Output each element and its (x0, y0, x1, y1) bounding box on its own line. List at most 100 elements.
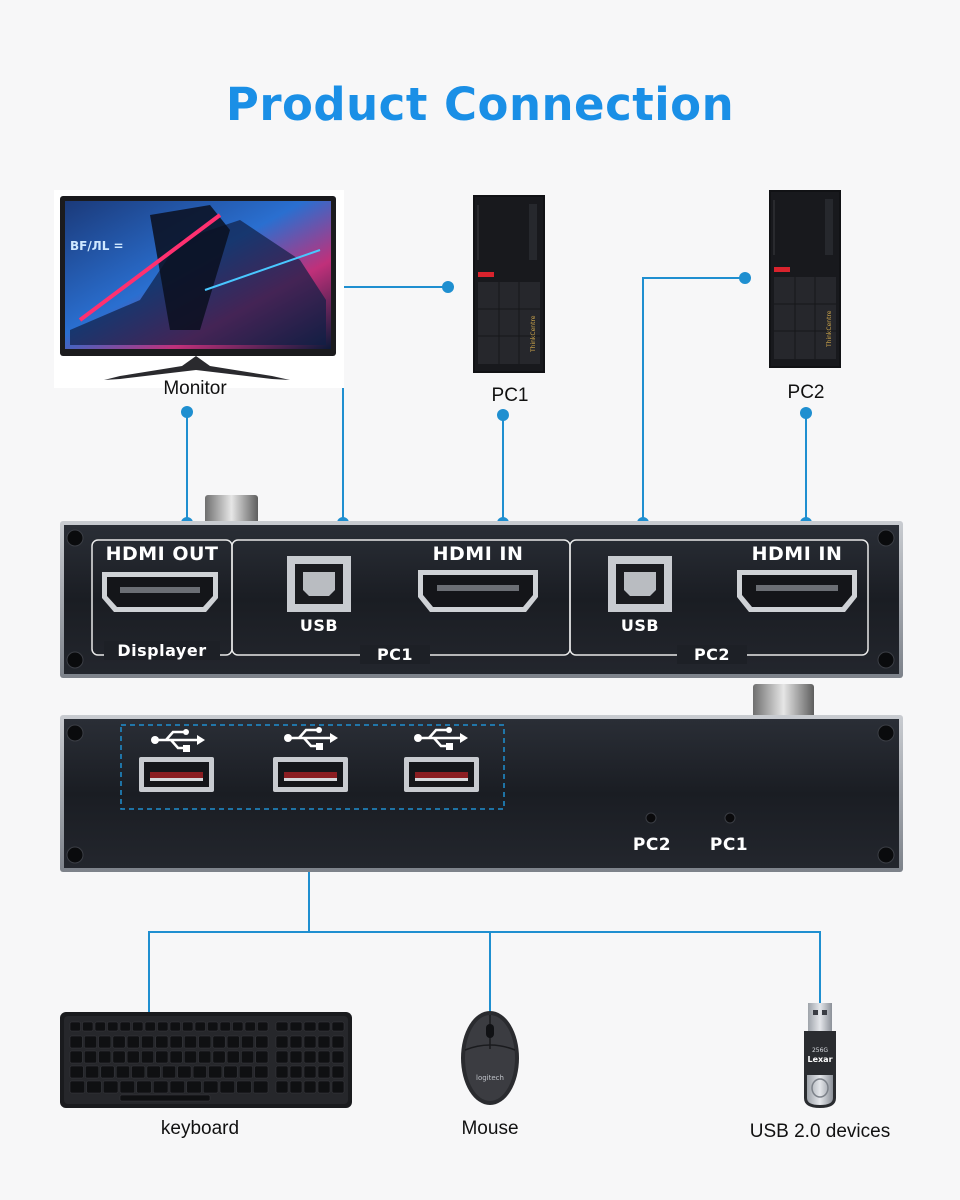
keyboard-key (331, 1065, 345, 1079)
keyboard-key (253, 1080, 269, 1094)
keyboard-key (69, 1050, 83, 1064)
led-pc2 (645, 812, 657, 824)
keyboard-key (169, 1035, 183, 1049)
keyboard-key (136, 1080, 152, 1094)
hdmi-in-pc2-label: HDMI IN (751, 543, 843, 565)
keyboard-key (254, 1065, 269, 1079)
keyboard-key (331, 1035, 345, 1049)
keyboard-key (198, 1050, 212, 1064)
svg-text:256G: 256G (812, 1047, 828, 1054)
keyboard-key (69, 1021, 81, 1032)
hdmi-out-label: HDMI OUT (105, 543, 219, 565)
keyboard-key (289, 1035, 303, 1049)
keyboard-icon (60, 1012, 352, 1108)
keyboard-key (208, 1065, 223, 1079)
keyboard-key (303, 1035, 317, 1049)
back-panel (60, 684, 903, 872)
keyboard-key (82, 1021, 94, 1032)
keyboard-key (112, 1050, 126, 1064)
dot-pc2-usb (739, 272, 751, 284)
usb-drive-icon: 256G Lexar (804, 1003, 836, 1108)
usb-b-port-pc2 (608, 556, 672, 612)
switch-knob-top (205, 495, 258, 525)
keyboard-key (289, 1080, 303, 1094)
usb-icon (284, 727, 338, 750)
keyboard-key (219, 1080, 235, 1094)
keyboard-key (119, 1021, 131, 1032)
usb-b-port-pc1 (287, 556, 351, 612)
usb-hub-outline (120, 724, 505, 810)
hdmi-port-in-pc1 (418, 570, 538, 612)
dot-monitor (181, 406, 193, 418)
keyboard-key (226, 1050, 240, 1064)
keyboard-key (236, 1080, 252, 1094)
keyboard-key (184, 1050, 197, 1064)
keyboard-key (182, 1021, 194, 1032)
wire-pc2-usb (642, 277, 745, 523)
keyboard-key (194, 1021, 206, 1032)
keyboard-key (69, 1035, 83, 1049)
keyboard-key (303, 1080, 317, 1094)
keyboard-key (241, 1050, 254, 1064)
keyboard-key (223, 1065, 238, 1079)
pc1-label: PC1 (491, 385, 529, 406)
keyboard-key (184, 1035, 197, 1049)
led-pc2-label: PC2 (632, 835, 672, 855)
keyboard-key (98, 1035, 112, 1049)
keyboard-key (289, 1021, 303, 1032)
keyboard-spacebar (119, 1094, 211, 1102)
keyboard-key (94, 1021, 106, 1032)
keyboard-key (331, 1050, 345, 1064)
keyboard-key (144, 1021, 156, 1032)
switch-knob-bottom (753, 684, 814, 718)
keyboard-key (275, 1065, 289, 1079)
keyboard-key (289, 1065, 303, 1079)
keyboard-key (226, 1035, 240, 1049)
usb-pc2-label: USB (620, 616, 660, 635)
mouse-icon: logitech (461, 1011, 519, 1105)
dot-pc1 (497, 409, 509, 421)
keyboard-key (119, 1080, 135, 1094)
page-title: Product Connection (225, 78, 735, 131)
pc1-group-label: PC1 (360, 645, 430, 664)
displayer-label: Displayer (104, 641, 220, 660)
led-pc1 (724, 812, 736, 824)
usb-pc1-label: USB (299, 616, 339, 635)
hdmi-port-out (102, 572, 218, 612)
keyboard-key (169, 1021, 181, 1032)
keyboard-key (86, 1080, 102, 1094)
pc2-group-label: PC2 (677, 645, 747, 664)
keyboard-key (141, 1035, 154, 1049)
keyboard-key (169, 1050, 183, 1064)
keyboard-key (289, 1050, 303, 1064)
keyboard-key (232, 1021, 244, 1032)
wire-peripherals (148, 931, 821, 1015)
keyboard-key (303, 1050, 317, 1064)
wire-pc1-usb (342, 286, 448, 523)
keyboard-key (155, 1035, 169, 1049)
usb-a-port-3 (404, 757, 479, 792)
keyboard-key (153, 1080, 169, 1094)
keyboard-key (255, 1035, 269, 1049)
mouse-label: Mouse (461, 1118, 519, 1139)
monitor-label: Monitor (163, 378, 227, 399)
keyboard-key (331, 1080, 345, 1094)
svg-text:BF/ЛL =: BF/ЛL = (70, 239, 124, 253)
keyboard-key (219, 1021, 231, 1032)
keyboard-key (317, 1021, 331, 1032)
keyboard-key (303, 1021, 317, 1032)
keyboard-key (303, 1065, 317, 1079)
keyboard-key (126, 1035, 140, 1049)
keyboard-key (162, 1065, 176, 1079)
keyboard-key (84, 1035, 97, 1049)
keyboard-key (198, 1035, 212, 1049)
keyboard-key (115, 1065, 130, 1079)
keyboard-key (84, 1050, 97, 1064)
svg-text:ThinkCentre: ThinkCentre (530, 315, 537, 353)
keyboard-key (317, 1065, 331, 1079)
keyboard-key (275, 1080, 289, 1094)
keyboard-key (146, 1065, 161, 1079)
keyboard-key (126, 1050, 140, 1064)
hdmi-port-in-pc2 (737, 570, 857, 612)
